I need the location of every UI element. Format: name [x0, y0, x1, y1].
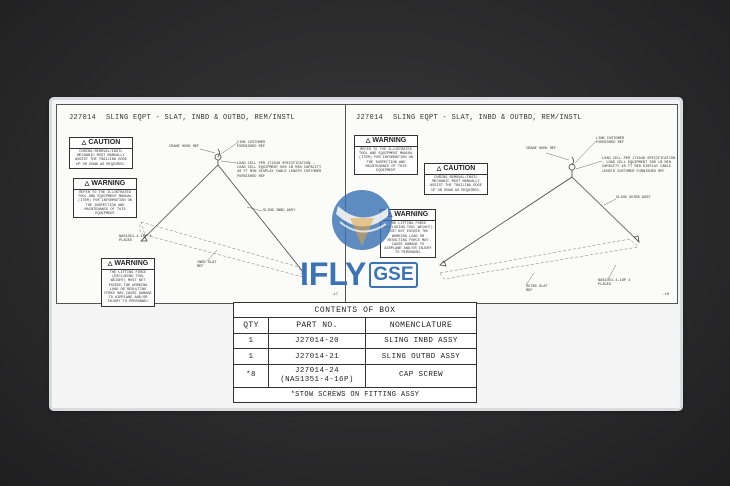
left-label-crane-hook: CRANE HOOK REF [169, 145, 200, 149]
left-label-slat: INBD SLAT REF [197, 261, 217, 270]
left-sheet-code: J27014 [69, 114, 97, 122]
table-row: 1 J27014-20 SLING INBD ASSY [233, 333, 477, 350]
left-warning-box-2: △WARNING THE LIFTING FORCE (EXCLUDING TO… [101, 258, 155, 307]
left-label-sling: SLING INBD ASSY [263, 209, 296, 213]
left-caution-box: △CAUTION DURING REMOVAL/INSTL MECHANIC M… [69, 137, 133, 169]
table-row: 1 J27014-21 SLING OUTBD ASSY [233, 348, 477, 365]
cell-name: CAP SCREW [365, 363, 477, 388]
contents-footnote: *STOW SCREWS ON FITTING ASSY [233, 386, 477, 404]
right-label-slat: OUTBD SLAT REF [526, 285, 548, 294]
watermark-badge: GSE [369, 262, 418, 288]
left-sheet-title: J27014 SLING EQPT - SLAT, INBD & OUTBD, R… [69, 114, 295, 122]
left-label-link: LINK CUSTOMER FURNISHED REF [237, 141, 266, 150]
right-warning-box: △WARNING REFER TO THE ILLUSTRATED TOOL A… [354, 135, 418, 176]
right-sheet-number: -18 [662, 293, 670, 297]
right-label-screw: NAS1351-4-18P 4 PLACES [598, 279, 631, 288]
right-sheet-code: J27014 [356, 114, 384, 122]
drawing-sheet: J27014 SLING EQPT - SLAT, INBD & OUTBD, R… [56, 104, 678, 307]
right-label-crane-hook: CRANE HOOK REF [526, 147, 557, 151]
left-sheet-heading: SLING EQPT - SLAT, INBD & OUTBD, REM/INS… [106, 114, 296, 122]
contents-caption: CONTENTS OF BOX [233, 301, 477, 319]
table-row: *8 J27014-24 (NAS1351-4-16P) CAP SCREW [233, 363, 477, 388]
caution-triangle-icon: △ [81, 140, 87, 146]
contents-table: CONTENTS OF BOX QTY PART NO. NOMENCLATUR… [233, 301, 477, 404]
header-part-no: PART NO. [268, 317, 366, 335]
right-label-load-cell: LOAD CELL PER J71046 SPECIFICATION - LOA… [602, 157, 676, 174]
cell-part: J27014-21 [268, 348, 366, 365]
cell-qty: *8 [233, 363, 269, 388]
right-caution-box: △CAUTION DURING REMOVAL/INSTL MECHANIC M… [424, 163, 488, 195]
left-drawing: J27014 SLING EQPT - SLAT, INBD & OUTBD, R… [57, 105, 346, 307]
right-sheet-heading: SLING EQPT - SLAT, INBD & OUTBD, REM/INS… [393, 114, 583, 122]
cell-part: J27014-24 (NAS1351-4-16P) [268, 363, 366, 388]
warning-triangle-icon: △ [365, 138, 371, 144]
warning-triangle-icon: △ [84, 181, 90, 187]
right-label-link: LINK CUSTOMER FURNISHED REF [596, 137, 625, 146]
cell-name: SLING INBD ASSY [365, 333, 477, 350]
cell-qty: 1 [233, 348, 269, 365]
warning-triangle-icon: △ [107, 261, 113, 267]
right-sling-diagram [439, 140, 640, 286]
header-qty: QTY [233, 317, 269, 335]
left-label-screw: NAS1351-4-18P 4 PLACES [119, 235, 152, 244]
left-label-load-cell: LOAD CELL PER J71046 SPECIFICATION - LOA… [237, 162, 322, 179]
left-warning-box: △WARNING REFER TO THE ILLUSTRATED TOOL A… [73, 178, 137, 219]
watermark-word: IFLY [300, 256, 367, 292]
right-label-sling: SLING OUTBD ASSY [616, 196, 651, 200]
right-drawing: J27014 SLING EQPT - SLAT, INBD & OUTBD, R… [346, 105, 677, 303]
globe-icon [332, 190, 392, 250]
cell-part-line1: J27014-24 [294, 366, 340, 375]
left-sling-diagram [139, 142, 308, 286]
right-sheet-title: J27014 SLING EQPT - SLAT, INBD & OUTBD, R… [356, 114, 582, 122]
left-sheet-number: -17 [331, 293, 339, 297]
caution-triangle-icon: △ [436, 166, 442, 172]
cell-part: J27014-20 [268, 333, 366, 350]
cell-name: SLING OUTBD ASSY [365, 348, 477, 365]
cell-qty: 1 [233, 333, 269, 350]
cell-part-line2: (NAS1351-4-16P) [280, 375, 354, 384]
header-nomenclature: NOMENCLATURE [365, 317, 477, 335]
